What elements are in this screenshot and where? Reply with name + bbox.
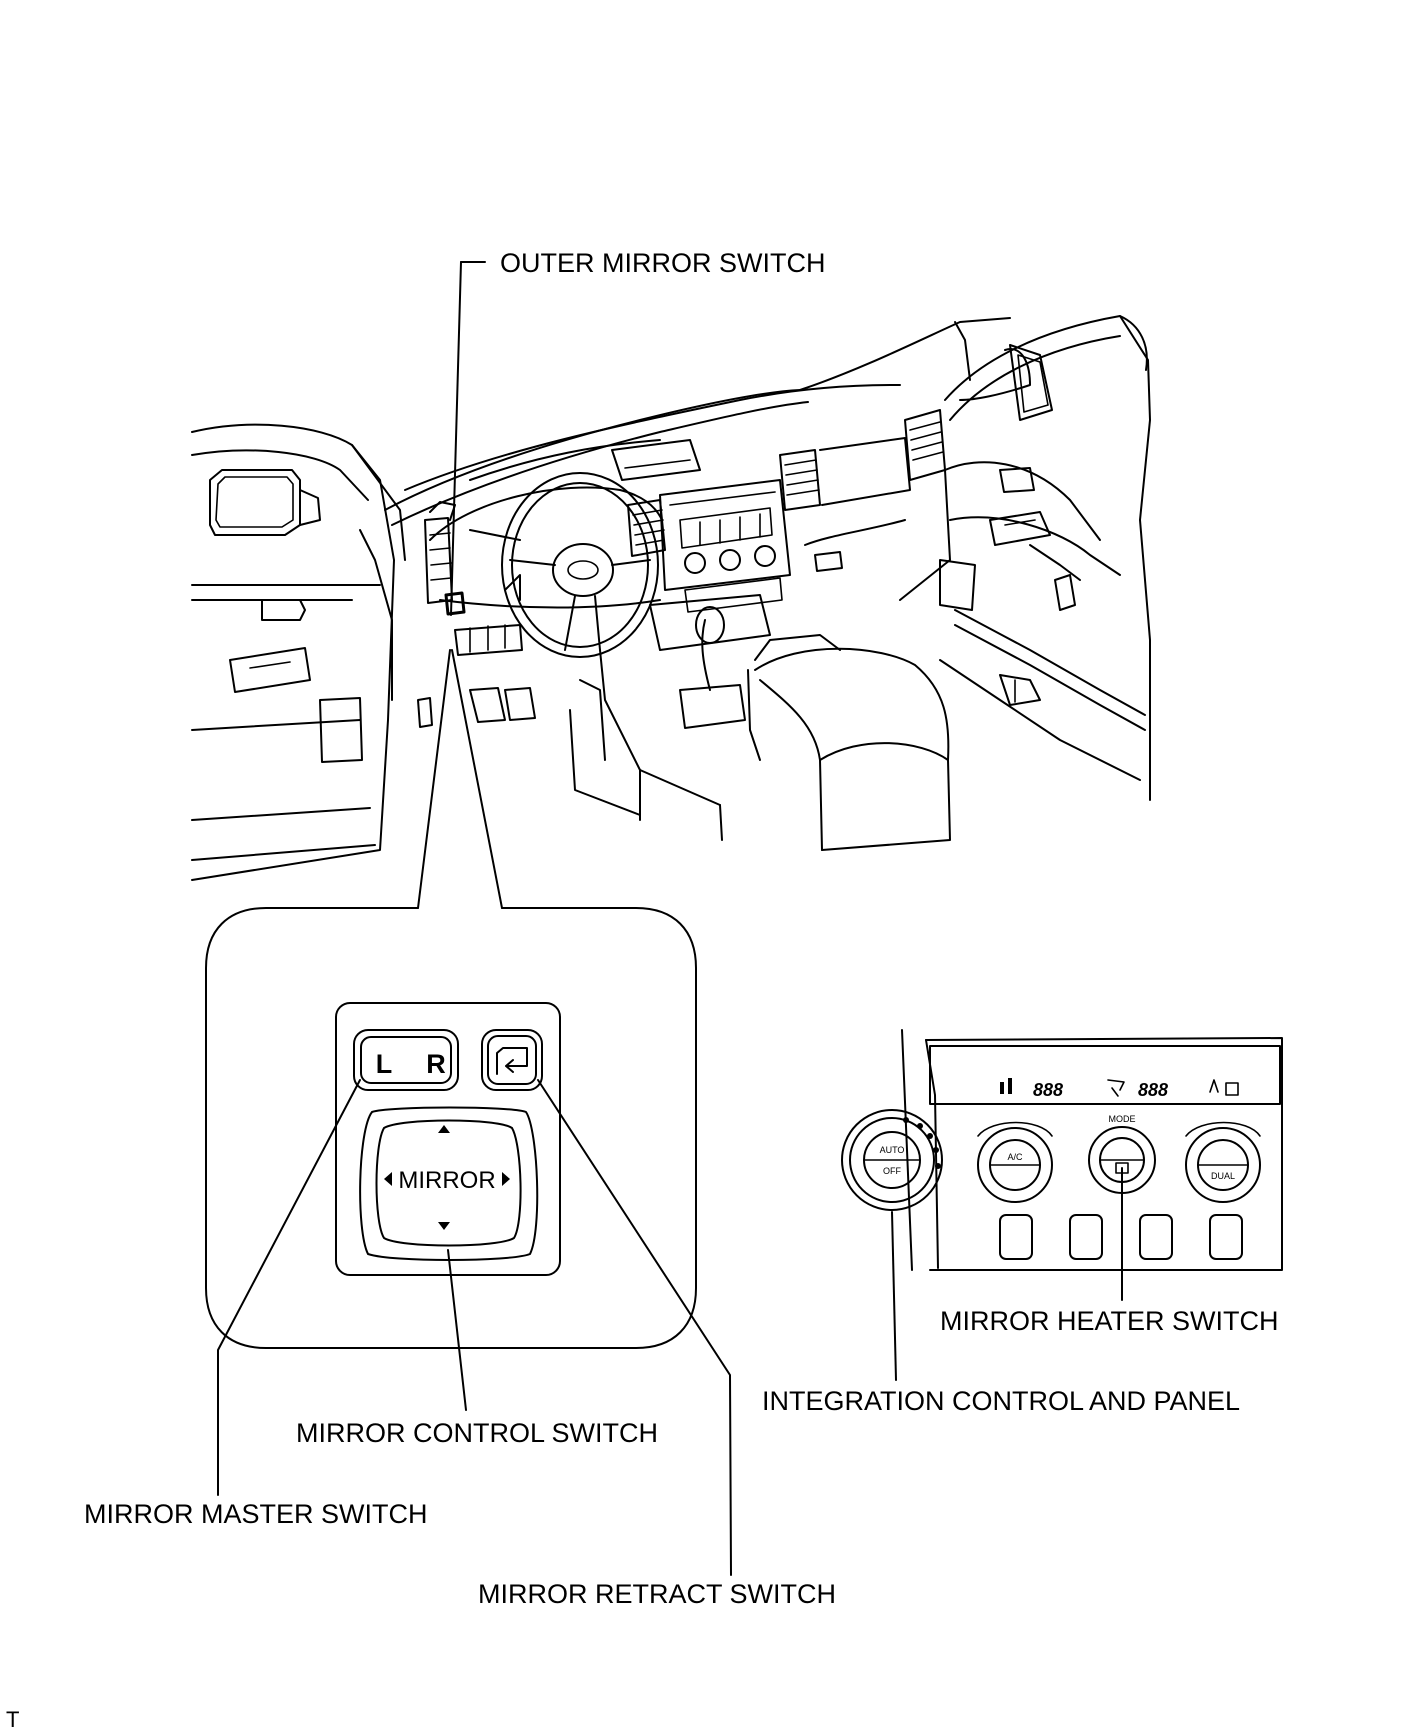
dashboard <box>384 317 1011 613</box>
outer-mirror-switch-label: OUTER MIRROR SWITCH <box>500 248 825 278</box>
integration-control-and-panel-label: INTEGRATION CONTROL AND PANEL <box>762 1386 1240 1416</box>
mirror-control-switch[interactable]: MIRROR <box>359 1106 539 1261</box>
vehicle-interior-illustration <box>191 315 1151 881</box>
steering-wheel <box>469 472 659 658</box>
mirror-master-switch-leader <box>217 1079 361 1496</box>
passenger-temp-digits: 888 <box>1138 1080 1168 1100</box>
mirror-pad-text: MIRROR <box>398 1167 495 1194</box>
right-door <box>939 315 1151 801</box>
passenger-temp-knob[interactable]: DUAL <box>1185 1121 1261 1203</box>
mirror-right-arrow-icon[interactable] <box>502 1172 510 1186</box>
integration-control-panel: 888 888 AUTO OFF A/C MO <box>841 1029 1283 1271</box>
mirror-retract-switch-label: MIRROR RETRACT SWITCH <box>478 1579 836 1609</box>
center-console <box>569 594 951 851</box>
mirror-up-arrow-icon[interactable] <box>438 1125 450 1133</box>
outer-mirror-switch-detail: L R MIRROR <box>205 907 697 1349</box>
left-door <box>191 423 406 881</box>
fan-speed-knob[interactable]: AUTO OFF <box>841 1109 943 1211</box>
mirror-down-arrow-icon[interactable] <box>438 1222 450 1230</box>
callouts: MIRROR MASTER SWITCH MIRROR CONTROL SWIT… <box>84 1079 1279 1609</box>
mirror-left-arrow-icon[interactable] <box>384 1172 392 1186</box>
mirror-retract-icon <box>496 1047 528 1075</box>
driver-temp-digits: 888 <box>1033 1080 1063 1100</box>
blank-switch-2 <box>1069 1214 1103 1260</box>
pedals <box>417 687 536 728</box>
mirror-retract-switch[interactable] <box>481 1029 543 1091</box>
driver-dash-switches <box>424 501 523 656</box>
airflow-mode-icon <box>1107 1079 1125 1097</box>
integration-control-leader <box>891 1211 897 1381</box>
zoom-connector <box>417 649 503 909</box>
auto-button[interactable]: AUTO <box>880 1145 905 1155</box>
corner-mark: T <box>6 1707 19 1732</box>
right-mirror-select[interactable]: R <box>426 1049 446 1079</box>
outer-mirror-switch-callout: OUTER MIRROR SWITCH <box>450 248 825 616</box>
passenger-airbag-icon <box>1209 1079 1219 1093</box>
mirror-control-switch-label: MIRROR CONTROL SWITCH <box>296 1418 658 1448</box>
left-mirror-select[interactable]: L <box>376 1049 393 1079</box>
fan-level-icon <box>1000 1078 1012 1094</box>
mirror-master-switch[interactable]: L R <box>353 1029 459 1091</box>
ac-button[interactable]: A/C <box>1007 1152 1023 1162</box>
mode-label: MODE <box>1109 1114 1136 1124</box>
mirror-control-switch-leader <box>447 1249 467 1411</box>
mirror-retract-switch-leader <box>537 1079 732 1576</box>
blank-switch-4 <box>1209 1214 1243 1260</box>
climate-display <box>929 1045 1281 1105</box>
driver-temp-knob[interactable]: A/C <box>977 1121 1053 1203</box>
dual-button[interactable]: DUAL <box>1211 1171 1235 1181</box>
off-button[interactable]: OFF <box>883 1166 901 1176</box>
blank-switch-3 <box>1139 1214 1173 1260</box>
mirror-master-switch-label: MIRROR MASTER SWITCH <box>84 1499 428 1529</box>
mirror-heater-switch-label: MIRROR HEATER SWITCH <box>940 1306 1279 1336</box>
switch-bezel <box>335 1002 561 1276</box>
blank-switch-1 <box>999 1214 1033 1260</box>
